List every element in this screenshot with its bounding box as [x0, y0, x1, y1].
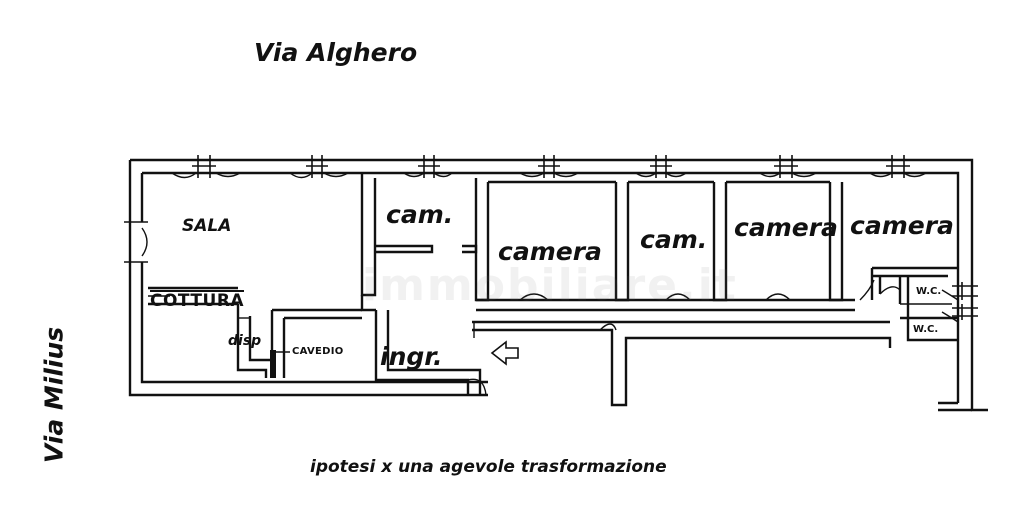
- room-label-wc-1: W.C.: [916, 286, 942, 297]
- room-label-sala: SALA: [182, 216, 232, 236]
- street-label-top: Via Alghero: [254, 38, 418, 67]
- window-left: [124, 221, 148, 263]
- room-label-camera-3: camera: [850, 211, 954, 240]
- room-label-cavedio: CAVEDIO: [292, 346, 344, 357]
- interior-walls: [148, 173, 875, 312]
- service-walls: [236, 304, 362, 378]
- windows-top: [171, 155, 927, 179]
- watermark: immobiliare.it: [362, 260, 738, 311]
- room-label-disp: disp: [228, 333, 262, 349]
- arrow-left-icon: [490, 340, 519, 366]
- room-label-cam-2: cam.: [640, 225, 708, 254]
- room-label-ingresso: ingr.: [380, 342, 443, 371]
- wc-walls: [870, 266, 978, 342]
- plan-caption: ipotesi x una agevole trasformazione: [310, 457, 667, 477]
- room-label-camera-1: camera: [498, 237, 602, 266]
- room-label-camera-2: camera: [734, 213, 838, 242]
- street-label-left: Via Milius: [39, 326, 69, 464]
- corridor-walls: [360, 295, 892, 407]
- room-label-cottura: COTTURA: [150, 290, 245, 311]
- room-label-cam-1: cam.: [386, 200, 454, 229]
- entrance-door: [467, 378, 487, 396]
- room-label-wc-2: W.C.: [913, 324, 939, 335]
